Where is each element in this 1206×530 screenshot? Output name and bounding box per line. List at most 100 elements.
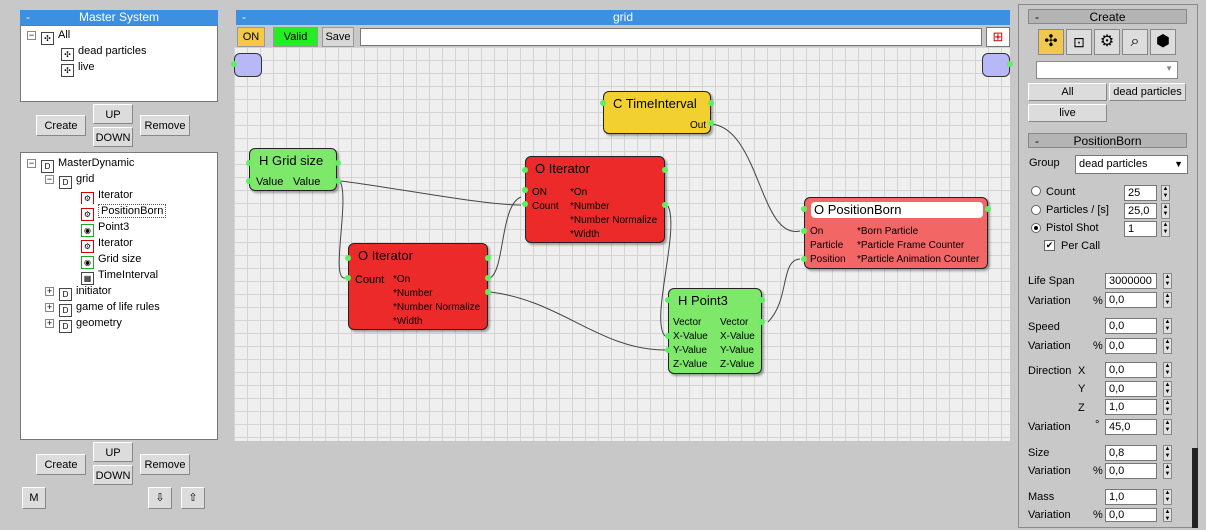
expand-icon[interactable]: + — [45, 286, 54, 296]
down-button[interactable]: DOWN — [93, 127, 133, 147]
mass-var-spinner[interactable]: ▲▼ — [1163, 508, 1172, 522]
node-grid-size[interactable]: H Grid size Value Value — [249, 148, 337, 191]
dir-z-spinner[interactable]: ▲▼ — [1163, 399, 1172, 415]
node-port[interactable] — [485, 289, 491, 295]
dir-var-spinner[interactable]: ▲▼ — [1163, 419, 1172, 435]
panel-scrollbar[interactable] — [1192, 448, 1198, 528]
node-port[interactable] — [345, 255, 351, 261]
particles-field[interactable]: 25,0 — [1124, 203, 1157, 219]
count-field[interactable]: 25 — [1124, 185, 1157, 201]
expand-icon[interactable]: + — [45, 302, 54, 312]
mass-field[interactable]: 1,0 — [1105, 489, 1157, 505]
up-button-2[interactable]: UP — [93, 442, 133, 462]
create-button-2[interactable]: Create — [36, 454, 86, 475]
tree-item-positionborn[interactable]: ⚙PositionBorn — [81, 204, 167, 221]
cube-icon[interactable]: ⬢ — [1150, 29, 1176, 55]
node-port[interactable] — [759, 297, 765, 303]
node-port[interactable] — [522, 187, 528, 193]
particle-system-icon[interactable]: ✣ — [1038, 29, 1064, 55]
magnifier-icon[interactable]: ⌕ — [1122, 29, 1148, 55]
node-port[interactable] — [801, 256, 807, 262]
expand-icon[interactable]: + — [45, 318, 54, 328]
node-port[interactable] — [522, 167, 528, 173]
pistol-shot-field[interactable]: 1 — [1124, 221, 1157, 237]
layout-graph-icon[interactable]: ⊞ — [986, 27, 1010, 47]
create-rollout-header[interactable]: -Create — [1028, 9, 1187, 24]
life-span-variation-field[interactable]: 0,0 — [1105, 292, 1157, 308]
node-port[interactable] — [985, 206, 991, 212]
group-select[interactable]: dead particles▼ — [1075, 155, 1188, 174]
tree-item-dead-particles[interactable]: ✣dead particles — [61, 44, 147, 61]
node-port[interactable] — [335, 160, 341, 166]
tree-item-live[interactable]: ✣live — [61, 60, 95, 77]
speed-field[interactable]: 0,0 — [1105, 318, 1157, 334]
node-port[interactable] — [708, 100, 714, 106]
gear-icon[interactable]: ⚙ — [1094, 29, 1120, 55]
remove-button-2[interactable]: Remove — [140, 454, 190, 475]
node-positionborn[interactable]: O PositionBorn On Particle Position *Bor… — [804, 197, 988, 269]
size-spinner[interactable]: ▲▼ — [1163, 445, 1172, 461]
particles-spinner[interactable]: ▲▼ — [1161, 203, 1170, 219]
dynamic-icon[interactable]: ⊡ — [1066, 29, 1092, 55]
load-icon[interactable]: ⇩ — [148, 487, 172, 509]
node-port[interactable] — [485, 255, 491, 261]
direction-x-field[interactable]: 0,0 — [1105, 362, 1157, 378]
life-var-spinner[interactable]: ▲▼ — [1163, 292, 1172, 308]
collapse-icon[interactable]: − — [45, 174, 54, 184]
tree-item-iterator-2[interactable]: ⚙Iterator — [81, 236, 133, 253]
node-port[interactable] — [345, 275, 351, 281]
tree-item-iterator[interactable]: ⚙Iterator — [81, 188, 133, 205]
direction-z-field[interactable]: 1,0 — [1105, 399, 1157, 415]
node-port[interactable] — [1007, 61, 1013, 67]
node-port[interactable] — [801, 206, 807, 212]
node-port[interactable] — [662, 167, 668, 173]
node-port[interactable] — [759, 319, 765, 325]
down-button-2[interactable]: DOWN — [93, 465, 133, 485]
speed-var-spinner[interactable]: ▲▼ — [1163, 338, 1172, 354]
node-iterator-1[interactable]: O Iterator Count *On *Number *Number Nor… — [348, 243, 488, 330]
size-variation-field[interactable]: 0,0 — [1105, 463, 1157, 479]
mass-spinner[interactable]: ▲▼ — [1163, 489, 1172, 505]
node-point3[interactable]: H Point3 Vector X-Value Y-Value Z-Value … — [668, 288, 762, 374]
direction-y-field[interactable]: 0,0 — [1105, 381, 1157, 397]
node-port[interactable] — [801, 228, 807, 234]
per-call-checkbox[interactable]: ✔ — [1044, 240, 1055, 251]
positionborn-rollout-header[interactable]: -PositionBorn — [1028, 133, 1187, 148]
live-button[interactable]: live — [1028, 104, 1107, 122]
grid-input-connector[interactable] — [234, 53, 262, 77]
m-button[interactable]: M — [22, 487, 46, 509]
speed-variation-field[interactable]: 0,0 — [1105, 338, 1157, 354]
node-timeinterval[interactable]: C TimeInterval Out — [603, 91, 711, 134]
node-port[interactable] — [665, 297, 671, 303]
node-port[interactable] — [662, 202, 668, 208]
particles-radio[interactable] — [1031, 205, 1041, 215]
create-dropdown[interactable]: ▼ — [1036, 61, 1178, 79]
minimize-icon[interactable]: - — [26, 10, 30, 24]
collapse-icon[interactable]: − — [27, 158, 36, 168]
create-button[interactable]: Create — [36, 115, 86, 136]
node-iterator-2[interactable]: O Iterator ON Count *On *Number *Number … — [525, 156, 665, 243]
pistol-shot-radio[interactable] — [1031, 223, 1041, 233]
count-radio[interactable] — [1031, 186, 1041, 196]
grid-output-connector[interactable] — [982, 53, 1010, 77]
node-port[interactable] — [485, 275, 491, 281]
tree-item-all[interactable]: −✣All — [27, 28, 70, 45]
minimize-icon[interactable]: - — [242, 10, 246, 24]
life-span-spinner[interactable]: ▲▼ — [1163, 273, 1172, 289]
direction-variation-field[interactable]: 45,0 — [1105, 419, 1157, 435]
remove-button[interactable]: Remove — [140, 115, 190, 136]
node-port[interactable] — [665, 347, 671, 353]
node-port[interactable] — [231, 61, 237, 67]
dir-x-spinner[interactable]: ▲▼ — [1163, 362, 1172, 378]
life-span-field[interactable]: 3000000 — [1105, 273, 1157, 289]
pistol-spinner[interactable]: ▲▼ — [1161, 221, 1170, 237]
tree-item-grid-size[interactable]: ◉Grid size — [81, 252, 141, 269]
speed-spinner[interactable]: ▲▼ — [1163, 318, 1172, 334]
script-input[interactable] — [360, 28, 982, 46]
on-toggle[interactable]: ON — [237, 27, 265, 47]
mass-variation-field[interactable]: 0,0 — [1105, 508, 1157, 522]
